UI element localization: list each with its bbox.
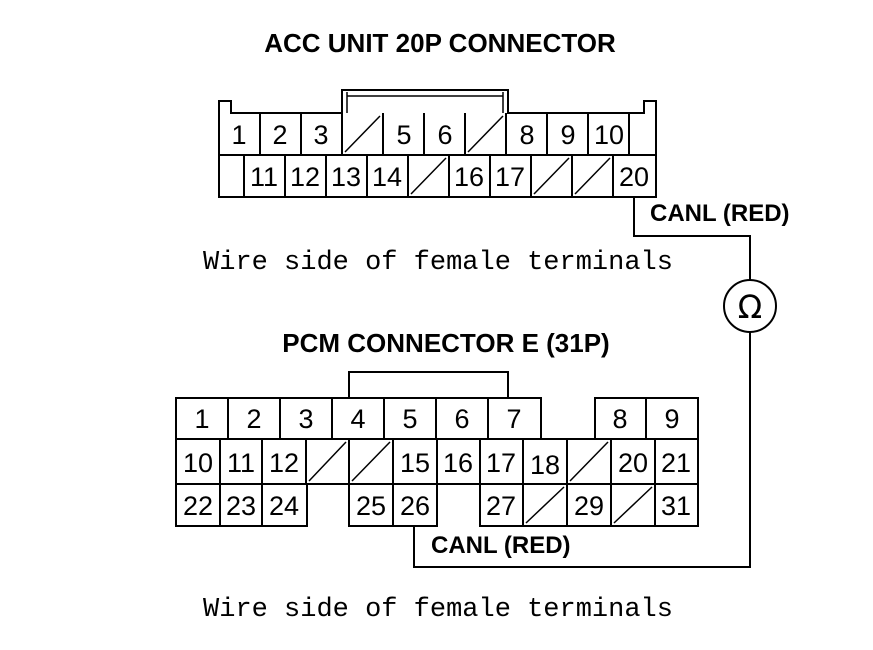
pcm-test-lead [413,332,751,568]
acc-pin-label: 10 [594,120,624,150]
acc-pin-label: 8 [519,120,534,150]
acc-wire-label: CANL (RED) [650,200,790,227]
pcm-pin-label: 16 [443,448,473,478]
pcm-pin-label: 4 [350,404,365,434]
pcm-pin-label: 24 [269,491,299,521]
acc-pin-label: 12 [290,162,320,192]
pcm-pin-label: 22 [183,491,213,521]
pcm-pin-label: 8 [612,404,627,434]
pcm-pin-label: 1 [194,404,209,434]
acc-pin-label: 5 [396,120,411,150]
pcm-pin-label: 21 [661,448,691,478]
pcm-pin-label: 20 [618,448,648,478]
pcm-pin-label: 18 [530,450,560,480]
acc-pin-label: 1 [231,120,246,150]
acc-pin-label: 16 [454,162,484,192]
pcm-pin-label: 3 [298,404,313,434]
pcm-pin-label: 5 [402,404,417,434]
pcm-pin-label: 29 [574,491,604,521]
acc-empty-cavity-4 [344,115,381,153]
pcm-empty-cavity-14 [351,441,391,482]
pcm-pin-label: 17 [486,448,516,478]
ohm-symbol: Ω [738,288,762,326]
acc-connector: 1 2 3 5 6 8 9 10 11 12 13 14 16 17 20 [218,89,657,198]
acc-pin-label: 17 [495,162,525,192]
acc-terminal-note: Wire side of female terminals [203,248,673,278]
acc-test-lead [633,197,751,280]
acc-connector-title: ACC UNIT 20P CONNECTOR [264,28,616,58]
pcm-connector: 1 2 3 4 5 6 7 8 9 10 11 12 15 16 17 18 2… [175,371,699,527]
pcm-pin-label: 23 [226,491,256,521]
acc-empty-cavity-19 [574,157,611,195]
acc-pin-label: 13 [331,162,361,192]
pcm-pin-label: 9 [664,404,679,434]
acc-pin-label: 6 [437,120,452,150]
pcm-pin-label: 11 [227,448,255,478]
pcm-pin-label: 27 [486,491,516,521]
pcm-pin-label: 25 [356,491,386,521]
pcm-pin-label: 15 [400,448,430,478]
pcm-pin-label: 6 [454,404,469,434]
pcm-empty-cavity-13 [308,441,347,482]
pcm-pin-label: 12 [269,448,299,478]
acc-pin-label: 14 [372,162,402,192]
acc-empty-cavity-18 [533,157,570,195]
acc-pin-label: 2 [272,120,287,150]
acc-pin-label: 3 [313,120,328,150]
pcm-connector-title: PCM CONNECTOR E (31P) [282,328,609,358]
acc-empty-cavity-7 [467,115,504,153]
pcm-wire-label: CANL (RED) [431,532,571,559]
pcm-pin-label: 10 [183,448,213,478]
pcm-pin-label: 31 [661,491,691,521]
acc-empty-cavity-15 [410,157,447,195]
pcm-pin-label: 7 [506,404,521,434]
pcm-empty-cavity-30 [613,486,653,524]
pcm-empty-cavity-28 [525,486,565,524]
acc-pin-label: 11 [250,162,278,192]
acc-pin-label: 9 [560,120,575,150]
acc-pin-label: 20 [619,162,649,192]
pcm-pin-label: 2 [246,404,261,434]
ohmmeter-icon: Ω [723,279,777,333]
pcm-empty-cavity-19 [569,441,609,482]
pcm-pin-label: 26 [400,491,430,521]
pcm-terminal-note: Wire side of female terminals [203,595,673,625]
